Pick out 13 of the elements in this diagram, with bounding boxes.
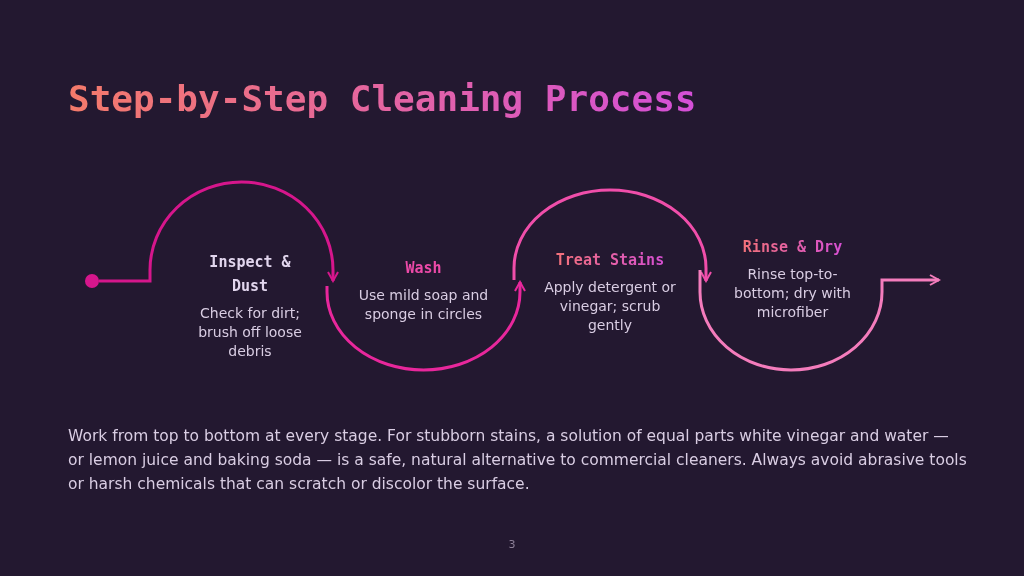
step-description: Rinse top-to-bottom; dry with microfiber (733, 265, 852, 322)
page-number: 3 (507, 538, 517, 551)
step-heading: Wash (405, 258, 442, 279)
curved-arrow (512, 188, 712, 282)
step-heading: Inspect & Dust (208, 252, 292, 297)
curved-arrow (325, 281, 526, 372)
step-description: Use mild soap and sponge in circles (357, 286, 490, 324)
start-dot (85, 274, 99, 288)
step-description: Check for dirt; brush off loose debris (197, 304, 303, 361)
step-description: Apply detergent or vinegar; scrub gently (543, 278, 677, 335)
curved-arrow (698, 270, 940, 372)
curved-arrow (99, 180, 339, 283)
note-paragraph: Work from top to bottom at every stage. For stubborn stains, a solution of equal parts white vinegar and water — or lemon juice and baking soda — is a safe, natural alternative to commercial cleaners. Always avoid abrasive tools or harsh chemicals that can scratch or discolor the surface. (68, 426, 968, 495)
